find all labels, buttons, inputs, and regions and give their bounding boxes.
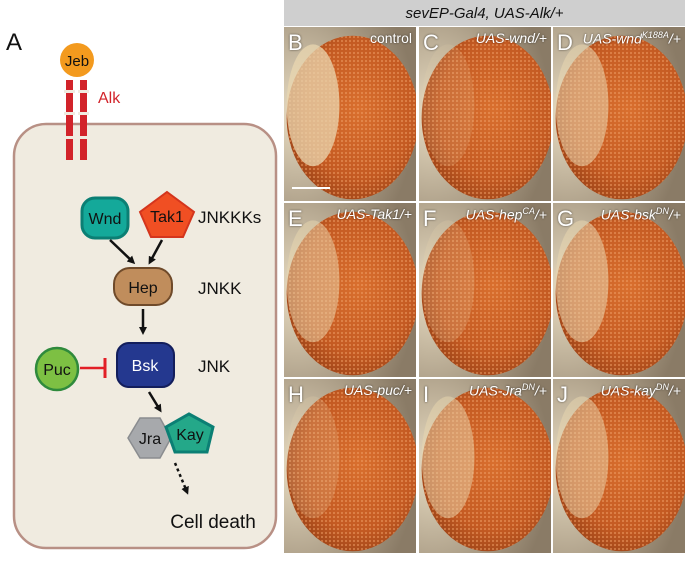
- allele-superscript: CA: [522, 206, 535, 216]
- genotype-label: UAS-Tak1/+: [337, 206, 412, 222]
- jnk-tier-label: JNK: [198, 357, 231, 376]
- eye-panel-j: J UAS-kayDN/+: [553, 379, 685, 553]
- genotype-suffix: /+: [534, 30, 547, 46]
- genotype-suffix: /+: [668, 30, 681, 47]
- eye-photo: [553, 27, 685, 201]
- eye-panel-g: G UAS-bskDN/+: [553, 203, 685, 377]
- eye-panel-i: I UAS-JraDN/+: [419, 379, 551, 553]
- tak1-label: Tak1: [150, 209, 184, 226]
- eye-photo: [284, 27, 416, 201]
- cell-death-label: Cell death: [170, 512, 256, 533]
- panel-letter: F: [423, 206, 437, 231]
- panel-letter: D: [557, 30, 573, 55]
- panel-letter: H: [288, 382, 304, 407]
- eye-panel-f: F UAS-hepCA/+: [419, 203, 551, 377]
- bsk-to-ap1-arrow: [147, 391, 162, 413]
- jra-label: Jra: [139, 431, 161, 448]
- eye-panel-e: E UAS-Tak1/+: [284, 203, 416, 377]
- genotype-suffix: /+: [399, 382, 412, 398]
- allele-superscript: K188A: [641, 30, 669, 40]
- jeb-label: Jeb: [65, 53, 89, 70]
- scale-bar: [292, 187, 330, 189]
- genotype-label: UAS-puc/+: [344, 382, 412, 398]
- eye-photo: [553, 379, 685, 553]
- eye-photo: [284, 203, 416, 377]
- genotype-name: UAS-kay: [600, 382, 656, 399]
- panel-letter: J: [557, 382, 568, 407]
- genotype-name: UAS-Tak1: [336, 206, 400, 222]
- puc-node: [34, 346, 80, 392]
- genotype-suffix: /+: [668, 382, 681, 399]
- genotype-name: UAS-wnd: [582, 30, 642, 47]
- eye-photo: [419, 379, 551, 553]
- genotype-suffix: /+: [668, 206, 681, 223]
- bsk-node: [116, 342, 175, 388]
- jnkkk-tier-label: JNKKKs: [198, 208, 261, 227]
- eye-photo: [284, 379, 416, 553]
- eye-panel-h: H UAS-puc/+: [284, 379, 416, 553]
- genotype-name: UAS-Jra: [469, 382, 522, 399]
- genotype-name: control: [369, 30, 412, 46]
- panel-letter: A: [6, 29, 22, 56]
- pathway-panel: A Alk Jeb Wnd Tak1 JNKKKs Hep: [0, 0, 283, 556]
- allele-superscript: DN: [521, 382, 535, 392]
- cell-outline: [12, 122, 278, 550]
- hep-label: Hep: [128, 280, 157, 297]
- genotype-label: UAS-wnd/+: [476, 30, 547, 46]
- eye-panel-d: D UAS-wndK188A/+: [553, 27, 685, 201]
- jeb-ligand: [60, 43, 94, 77]
- genotype-name: UAS-puc: [343, 382, 400, 398]
- genotype-name: UAS-wnd: [475, 30, 535, 46]
- panel-letter: E: [288, 206, 303, 231]
- genotype-suffix: /+: [534, 382, 547, 399]
- genotype-label: UAS-bskDN/+: [601, 206, 681, 223]
- eye-photo: [419, 203, 551, 377]
- alk-label: Alk: [98, 90, 121, 107]
- tak1-to-hep-arrow: [148, 239, 164, 265]
- genotype-suffix: /+: [399, 206, 412, 222]
- genotype-label: UAS-JraDN/+: [469, 382, 547, 399]
- allele-superscript: DN: [655, 382, 669, 392]
- hep-node: [113, 267, 173, 306]
- panel-letter: I: [423, 382, 430, 407]
- wnd-label: Wnd: [89, 211, 122, 228]
- genotype-name: UAS-hep: [465, 206, 523, 223]
- panel-letter: C: [423, 30, 439, 55]
- kay-label: Kay: [176, 427, 204, 444]
- jnkk-tier-label: JNKK: [198, 279, 242, 298]
- wnd-node: [80, 196, 130, 240]
- eye-photo: [419, 27, 551, 201]
- panel-letter: B: [288, 30, 303, 55]
- genotype-label: UAS-kayDN/+: [601, 382, 681, 399]
- tak1-node: [138, 190, 196, 238]
- pathway-diagram: A Alk Jeb Wnd Tak1 JNKKKs Hep: [6, 29, 278, 550]
- genotype-label: UAS-wndK188A/+: [583, 30, 681, 47]
- allele-superscript: DN: [655, 206, 669, 216]
- genotype-label: UAS-hepCA/+: [466, 206, 547, 223]
- genotype-name: UAS-bsk: [600, 206, 656, 223]
- ap1-to-death-arrow: [173, 462, 189, 495]
- genotype-label: control: [370, 30, 412, 46]
- eye-panel-c: C UAS-wnd/+: [419, 27, 551, 201]
- eye-photo: [553, 203, 685, 377]
- genotype-suffix: /+: [534, 206, 547, 223]
- panel-letter: G: [557, 206, 575, 231]
- kay-node: [164, 412, 215, 454]
- puc-label: Puc: [43, 362, 71, 379]
- genotype-banner: sevEP-Gal4, UAS-Alk/+: [284, 0, 685, 26]
- alk-receptor: [64, 80, 89, 160]
- wnd-to-hep-arrow: [109, 239, 136, 265]
- bsk-label: Bsk: [132, 358, 160, 375]
